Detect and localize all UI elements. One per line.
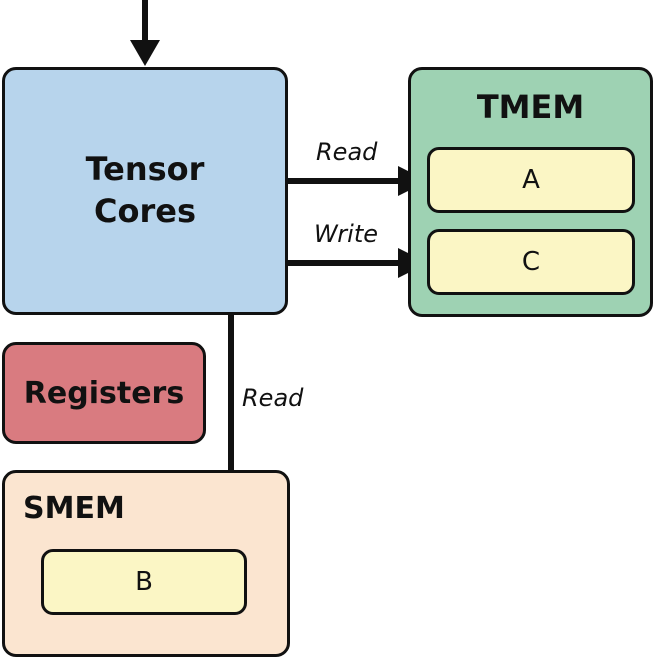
input-arrow	[130, 0, 160, 66]
read-label-a: Read	[316, 138, 378, 166]
tmem-cell-c: C	[427, 229, 635, 295]
tmem-title: TMEM	[476, 88, 585, 126]
tensor-cores-title: Tensor Cores	[5, 148, 285, 232]
tmem-cell-a: A	[427, 147, 635, 213]
write-label-c: Write	[314, 220, 379, 248]
write-arrow-to-c	[287, 248, 428, 278]
read-label-b: Read	[242, 384, 304, 412]
tensor-cores-title-line1: Tensor	[85, 150, 205, 188]
registers-title: Registers	[23, 375, 185, 411]
tensor-cores-box: Tensor Cores	[2, 67, 288, 315]
smem-title: SMEM	[23, 491, 125, 526]
tensor-cores-title-line2: Cores	[94, 192, 196, 230]
smem-cell-b: B	[41, 549, 247, 615]
registers-box: Registers	[2, 342, 206, 444]
read-arrow-to-a	[287, 166, 428, 196]
